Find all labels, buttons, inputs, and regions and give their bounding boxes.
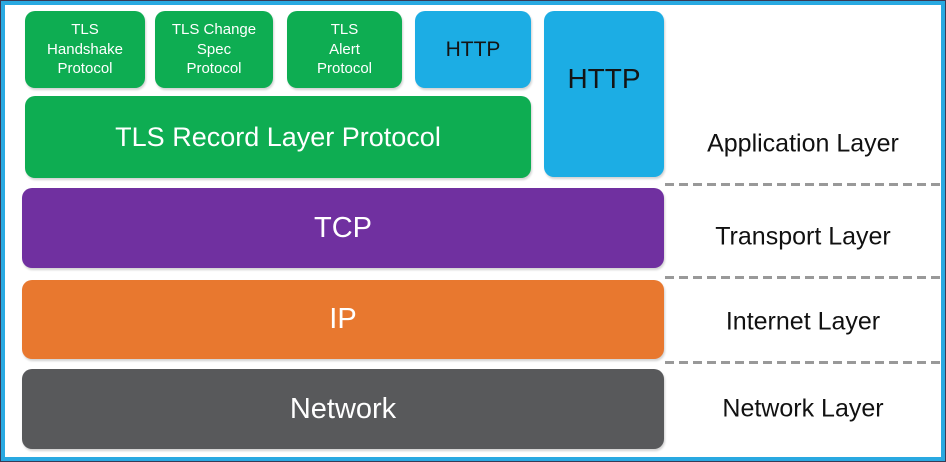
divider-transport-internet [665,276,941,279]
diagram-canvas: TLS Handshake Protocol TLS Change Spec P… [5,5,941,457]
tls-change-spec-protocol-label: TLS Change Spec Protocol [171,20,257,78]
divider-application-transport [665,183,941,186]
tls-record-layer-protocol-label: TLS Record Layer Protocol [115,121,441,152]
tcp-label: TCP [314,211,372,244]
tls-change-spec-protocol-box: TLS Change Spec Protocol [155,11,273,88]
network-bar: Network [22,369,664,449]
tls-handshake-protocol-box: TLS Handshake Protocol [25,11,145,88]
tls-record-layer-protocol-box: TLS Record Layer Protocol [25,96,531,178]
application-layer-label: Application Layer [707,129,899,158]
ip-label: IP [329,303,357,335]
divider-internet-network [665,361,941,364]
http-tall-label: HTTP [567,63,641,94]
tls-alert-protocol-box: TLS Alert Protocol [287,11,402,88]
network-layer-label: Network Layer [722,394,884,423]
http-small-label: HTTP [445,37,501,61]
tcp-bar: TCP [22,188,664,268]
http-box-small: HTTP [415,11,531,88]
tls-handshake-protocol-label: TLS Handshake Protocol [47,20,123,78]
ip-bar: IP [22,280,664,359]
transport-layer-label: Transport Layer [715,222,891,251]
internet-layer-label: Internet Layer [725,307,881,336]
tls-alert-protocol-label: TLS Alert Protocol [316,20,373,78]
network-label: Network [289,392,397,425]
http-box-tall: HTTP [544,11,664,177]
